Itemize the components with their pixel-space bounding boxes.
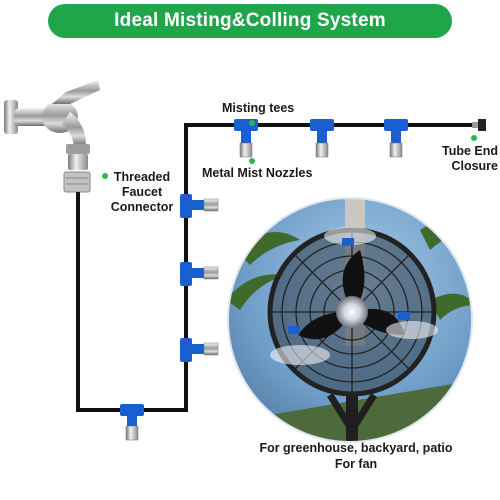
mist-tube [76, 123, 484, 412]
caption-line1: For greenhouse, backyard, patio [259, 441, 453, 455]
tee-fitting-icon [384, 119, 408, 158]
metal-nozzles-label: Metal Mist Nozzles [202, 166, 313, 180]
faucet-icon [4, 80, 100, 170]
tee-fitting-icon [310, 119, 334, 158]
tube-end-line2: Closure [451, 159, 498, 173]
caption-line2: For fan [334, 457, 378, 471]
pointer-dot [471, 135, 477, 141]
tee-fitting-icon [180, 194, 219, 218]
connector-line3: Connector [110, 200, 174, 214]
tee-fitting-icon [180, 262, 219, 286]
tube-end-line1: Tube End [441, 144, 498, 158]
pointer-dot [102, 173, 108, 179]
tube-end-label: Tube End Closure [428, 144, 498, 174]
connector-line1: Threaded [113, 170, 171, 184]
title-banner: Ideal Misting&Colling System [48, 4, 452, 38]
tube-end-closure-icon [472, 119, 486, 131]
connector-line2: Faucet [121, 185, 163, 199]
page-title: Ideal Misting&Colling System [114, 10, 386, 31]
connector-label: Threaded Faucet Connector [106, 170, 178, 215]
misting-tees-label: Misting tees [222, 101, 295, 115]
threaded-faucet-connector-icon [63, 171, 91, 193]
tee-fitting-icon [180, 338, 219, 362]
pointer-dot [249, 158, 255, 164]
tee-fitting-icon [120, 404, 144, 441]
pointer-dot [249, 120, 255, 126]
